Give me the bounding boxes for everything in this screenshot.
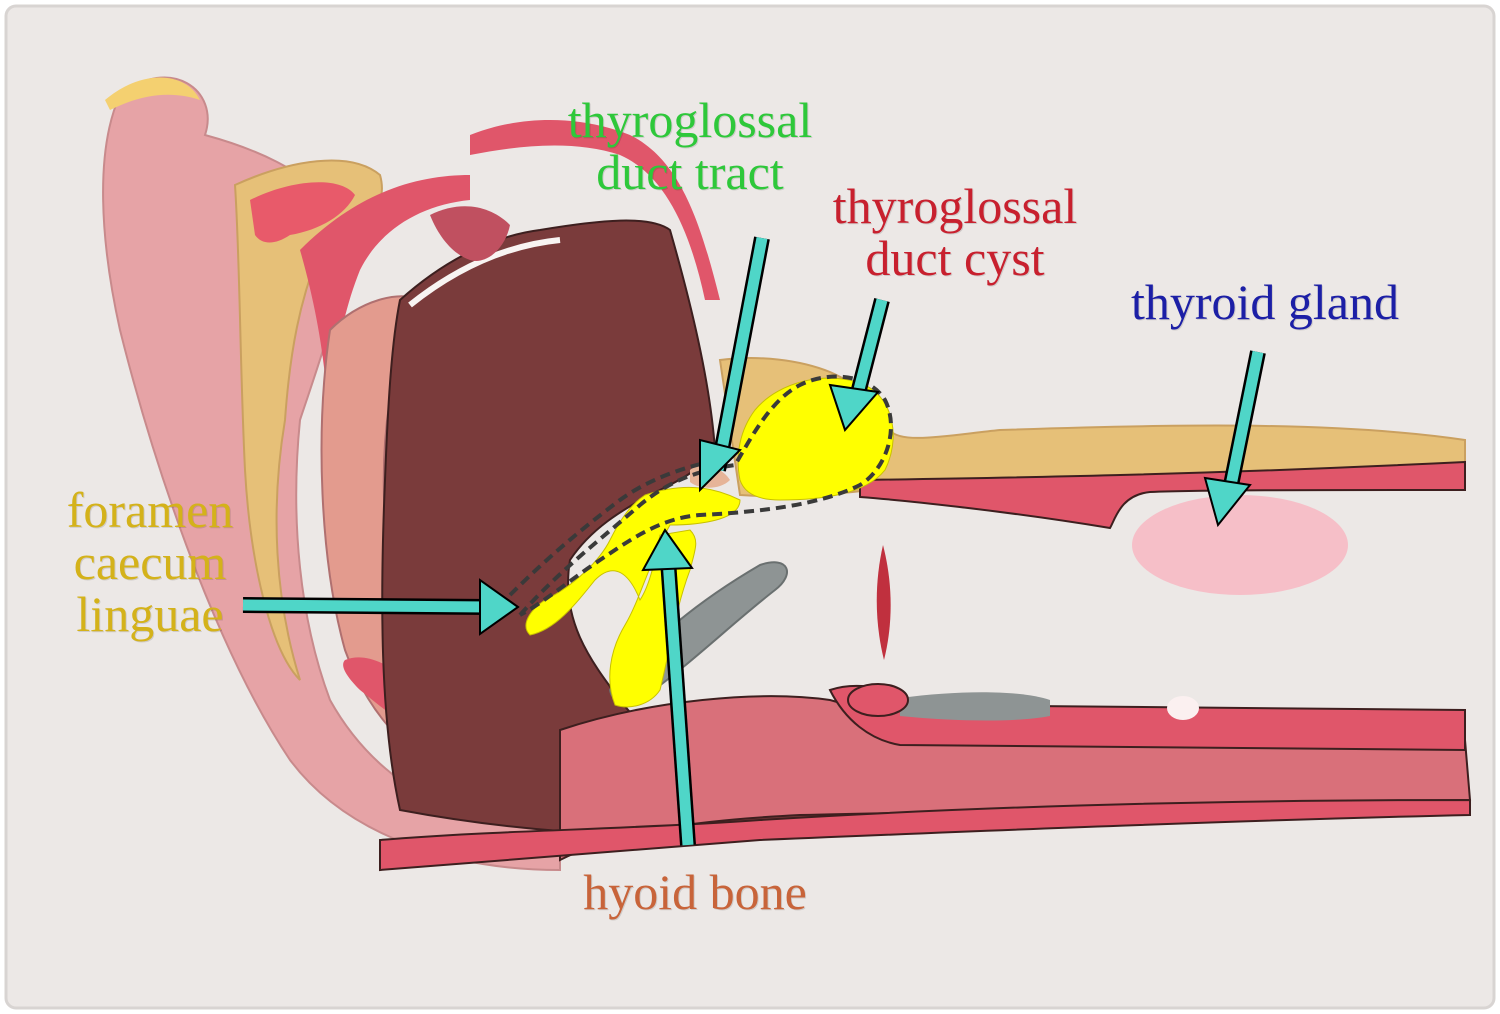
label-line: hyoid bone: [583, 864, 807, 920]
upper-lip-highlight: [105, 77, 200, 110]
vocal-fold: [847, 683, 909, 717]
label-line: duct cyst: [865, 230, 1045, 286]
label-line: linguae: [76, 586, 224, 642]
upper-tooth-pulp: [250, 182, 355, 243]
label-line: thyroid gland: [1130, 274, 1400, 330]
label-foramen-caecum-linguae: foramen caecum linguae: [30, 484, 270, 640]
thyroglossal-duct-tract-outline: [518, 374, 893, 617]
tongue-surface-highlight: [408, 237, 561, 308]
thyroid-gland-shape: [1132, 495, 1348, 595]
arrow-to-thyroid-gland: [1203, 350, 1266, 528]
label-thyroid-gland: thyroid gland: [1100, 276, 1430, 328]
label-thyroglossal-duct-tract: thyroglossal duct tract: [520, 94, 860, 198]
tract-inner-dash: [508, 458, 721, 597]
arrow-to-hyoid-bone: [641, 528, 696, 846]
arrow-to-foramen-caecum: [242, 578, 520, 636]
label-thyroglossal-duct-cyst: thyroglossal duct cyst: [810, 180, 1100, 284]
tracheal-highlight: [1167, 696, 1199, 720]
uvula: [430, 206, 510, 261]
label-line: caecum: [73, 534, 227, 590]
palate-mucosa: [300, 175, 470, 450]
label-line: foramen: [66, 482, 234, 538]
label-hyoid-bone: hyoid bone: [560, 866, 830, 918]
arrow-to-duct-tract: [699, 236, 770, 493]
label-line: duct tract: [596, 144, 784, 200]
arrow-to-duct-cyst: [828, 298, 890, 432]
cricoid-cartilage: [900, 692, 1050, 721]
tongue: [381, 219, 861, 837]
laryngeal-ventricle: [876, 545, 891, 660]
strap-muscle-band: [859, 460, 1466, 530]
maxilla-bone: [233, 159, 383, 681]
label-line: thyroglossal: [567, 92, 813, 148]
label-line: thyroglossal: [832, 178, 1078, 234]
nasopharynx-wall: [470, 120, 720, 300]
